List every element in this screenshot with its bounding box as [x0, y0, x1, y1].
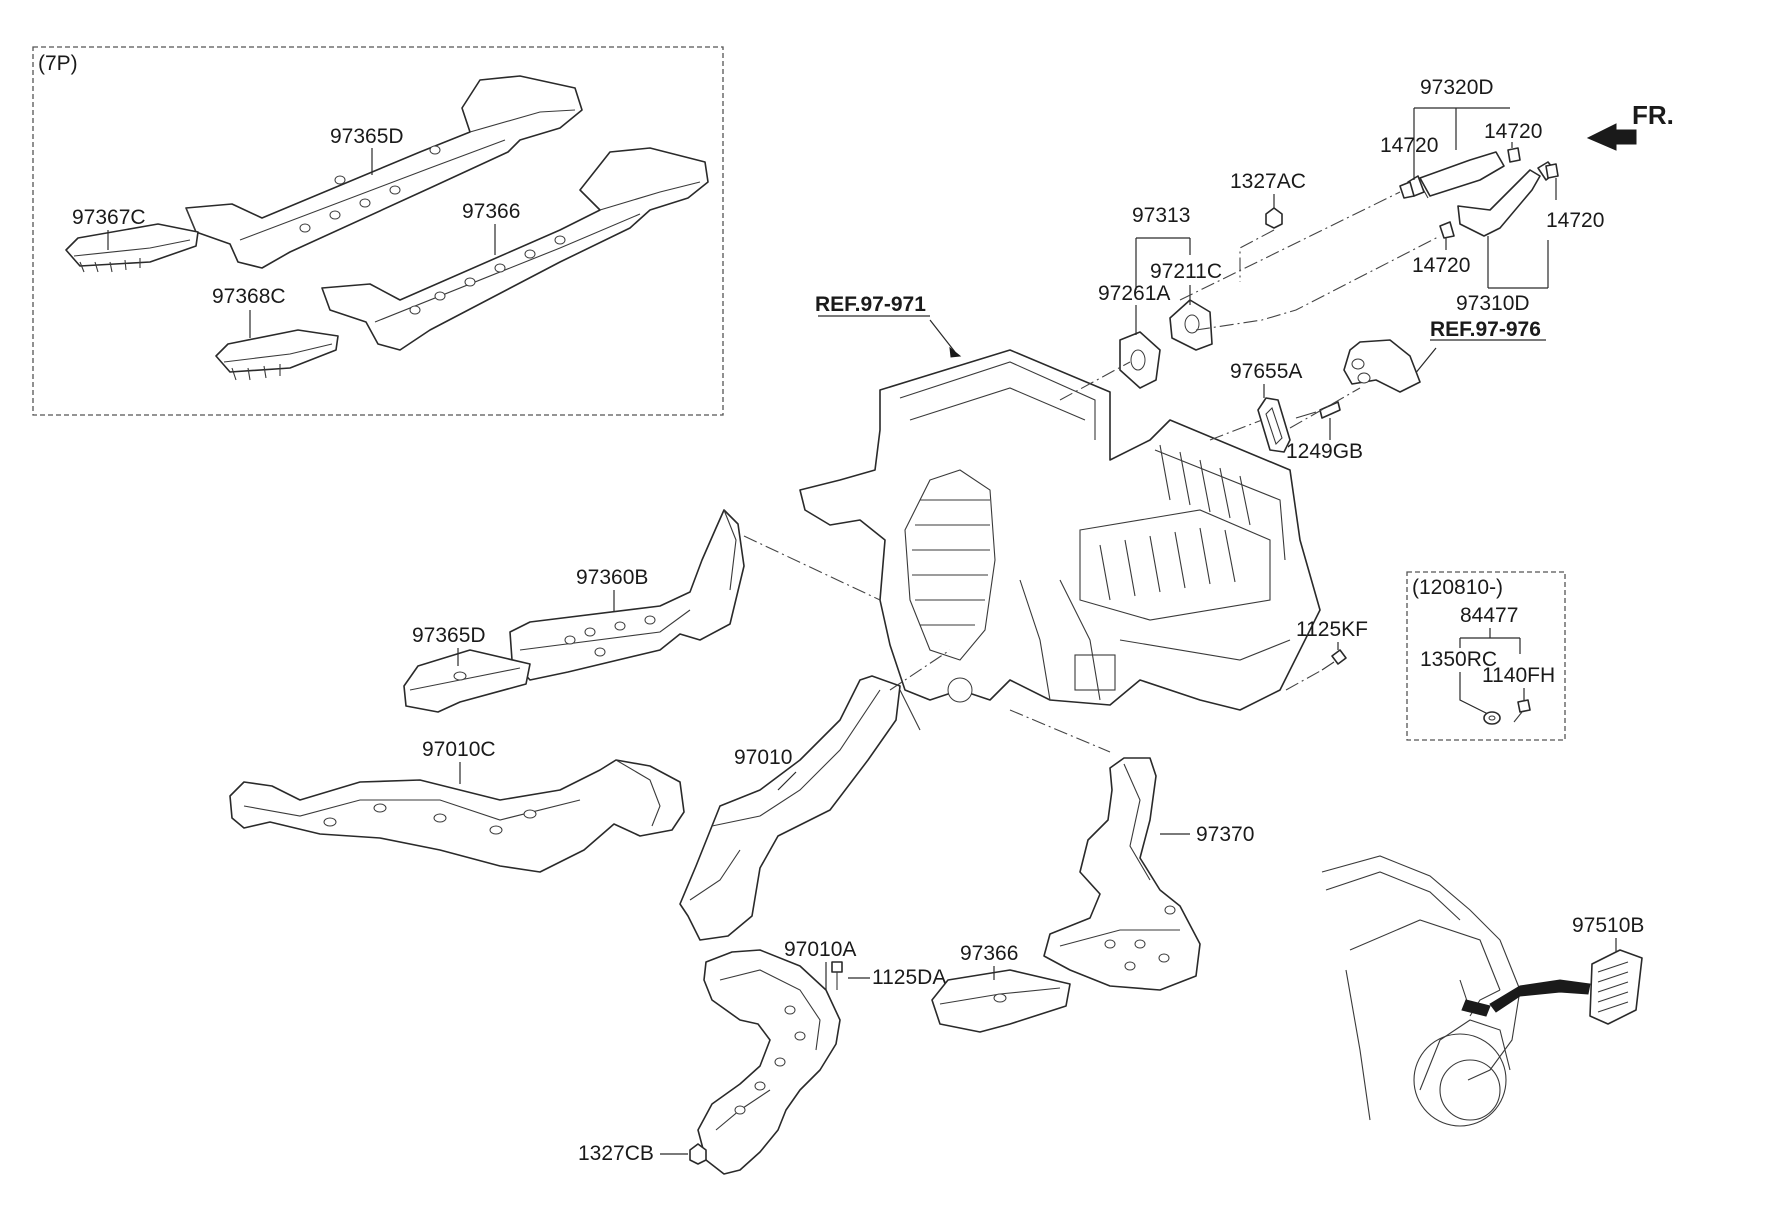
ref-97-971: REF.97-971	[815, 293, 926, 316]
group-120810-label: (120810-)	[1412, 576, 1503, 599]
vent-97367c	[65, 223, 199, 273]
hose-97320d	[1407, 151, 1505, 199]
label-97368c: 97368C	[212, 285, 286, 308]
label-97261a: 97261A	[1098, 282, 1170, 305]
duct-97010a	[697, 949, 841, 1175]
nut-1327cb	[689, 1143, 707, 1165]
label-97010a: 97010A	[784, 938, 856, 961]
expansion-valve	[1343, 339, 1421, 393]
gasket-97211c	[1169, 299, 1213, 351]
label-97510b: 97510B	[1572, 914, 1644, 937]
duct-97366-lower	[931, 969, 1071, 1033]
nut-1327ac	[1265, 207, 1283, 229]
bolt-1125da	[831, 961, 843, 990]
duct-97370	[1043, 757, 1201, 991]
label-97211c: 97211C	[1150, 260, 1222, 283]
label-1125kf: 1125KF	[1296, 618, 1368, 641]
label-97360b: 97360B	[576, 566, 648, 589]
label-97365d-upper: 97365D	[330, 125, 404, 148]
duct-97365d-upper	[185, 75, 583, 269]
label-1125da: 1125DA	[872, 966, 946, 989]
ref-97-976: REF.97-976	[1430, 318, 1541, 341]
label-97320d: 97320D	[1420, 76, 1494, 99]
group-7p: (7P)	[32, 46, 724, 416]
duct-97366-upper	[321, 147, 709, 351]
label-84477: 84477	[1460, 604, 1518, 627]
vent-97368c	[215, 329, 339, 381]
duct-97010	[679, 649, 951, 941]
gasket-97261a	[1119, 331, 1161, 389]
bolt-1140fh	[1513, 699, 1531, 723]
bolt-1125kf	[1321, 649, 1347, 671]
vent-97510b	[1589, 949, 1643, 1025]
group-120810: (120810-) 84477 1350RC 1140FH	[1406, 571, 1566, 741]
label-97365d-mid: 97365D	[412, 624, 486, 647]
car-rear-icon	[1321, 855, 1521, 1127]
label-1327cb: 1327CB	[578, 1142, 654, 1165]
label-14720-a: 14720	[1380, 134, 1438, 157]
duct-97010c	[229, 759, 685, 873]
duct-97365d-mid	[403, 649, 531, 713]
bolt-1249gb	[1295, 401, 1341, 419]
gasket-97655a	[1257, 397, 1291, 453]
label-97310d: 97310D	[1456, 292, 1530, 315]
label-97010: 97010	[734, 746, 792, 769]
arrow-icon	[1586, 123, 1637, 151]
label-97010c: 97010C	[422, 738, 496, 761]
clamp-14720-a	[1399, 181, 1415, 199]
direction-label: FR.	[1632, 100, 1674, 130]
direction-indicator: FR.	[1586, 100, 1674, 151]
group-7p-label: (7P)	[38, 52, 78, 75]
label-97655a: 97655A	[1230, 360, 1302, 383]
clamp-14720-b	[1507, 147, 1521, 163]
label-1327ac: 1327AC	[1230, 170, 1306, 193]
label-1140fh: 1140FH	[1482, 664, 1555, 687]
clamp-14720-c	[1439, 221, 1455, 239]
label-97370: 97370	[1196, 823, 1254, 846]
label-97313: 97313	[1132, 204, 1190, 227]
clamp-14720-d	[1545, 163, 1559, 179]
label-14720-d: 14720	[1546, 209, 1604, 232]
label-97367c: 97367C	[72, 206, 146, 229]
label-1249gb: 1249GB	[1286, 440, 1363, 463]
label-97366-upper: 97366	[462, 200, 520, 223]
duct-97360b	[509, 509, 745, 681]
label-97366-lower: 97366	[960, 942, 1018, 965]
label-1350rc: 1350RC	[1420, 648, 1497, 671]
label-14720-b: 14720	[1484, 120, 1542, 143]
label-14720-c: 14720	[1412, 254, 1470, 277]
hvac-unit	[799, 349, 1321, 731]
